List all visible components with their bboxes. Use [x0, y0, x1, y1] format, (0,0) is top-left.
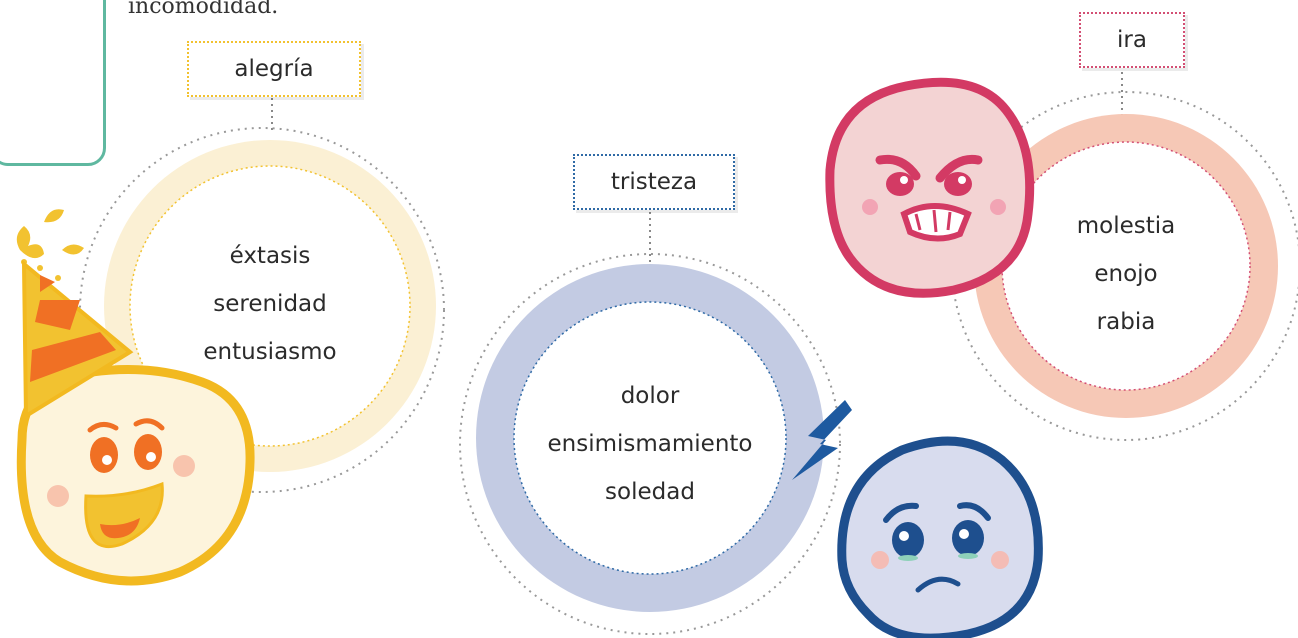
- emotion-tag-label: tristeza: [610, 169, 698, 195]
- emotion-tag-label: ira: [1117, 27, 1147, 53]
- sadness-words: dolor ensimismamiento soledad: [515, 372, 785, 516]
- emotion-tag-alegria: alegría: [187, 41, 361, 97]
- anger-word: enojo: [1094, 261, 1158, 287]
- sadness-word: dolor: [620, 383, 680, 409]
- emotion-tag-tristeza: tristeza: [573, 154, 735, 210]
- anger-words: molestia enojo rabia: [1040, 202, 1212, 346]
- sadness-outer-dotted-ring: [459, 253, 841, 635]
- joy-words: éxtasis serenidad entusiasmo: [170, 232, 370, 376]
- joy-inner-circle: [129, 165, 411, 447]
- intro-text: incomodidad.: [128, 0, 279, 19]
- teal-note-box: [0, 0, 106, 166]
- anger-word: rabia: [1096, 309, 1156, 335]
- anger-word: molestia: [1076, 213, 1176, 239]
- joy-word: éxtasis: [229, 243, 311, 269]
- sadness-word: soledad: [605, 479, 695, 505]
- joy-outer-dotted-ring: [79, 127, 445, 493]
- sadness-word: ensimismamiento: [547, 431, 753, 457]
- sadness-inner-circle: [513, 301, 787, 575]
- party-face-icon: [16, 209, 255, 586]
- sad-face-icon: [792, 400, 1043, 638]
- joy-word: entusiasmo: [203, 339, 337, 365]
- anger-circle-group: [951, 72, 1298, 441]
- joy-word: serenidad: [213, 291, 327, 317]
- emotion-tag-ira: ira: [1079, 12, 1185, 68]
- sadness-circle-group: [459, 212, 841, 635]
- anger-inner-circle: [1001, 141, 1251, 391]
- angry-face-icon: [825, 77, 1035, 298]
- emotion-tag-label: alegría: [234, 56, 314, 82]
